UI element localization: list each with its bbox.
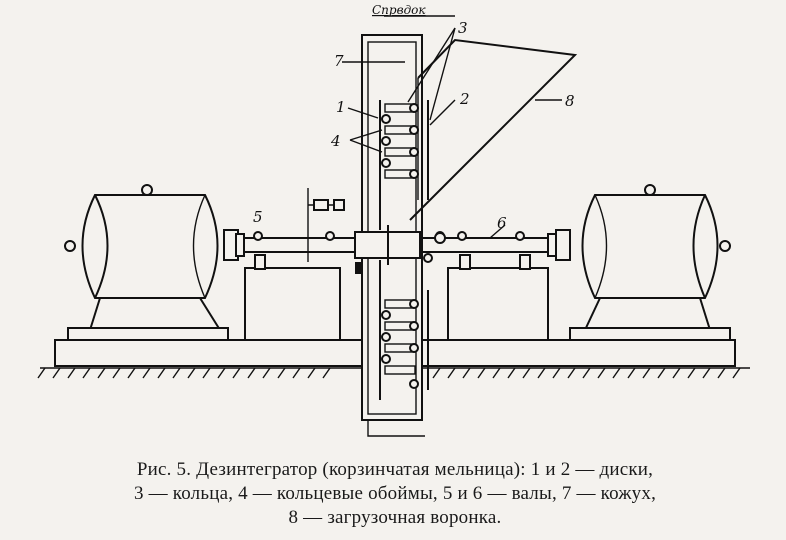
label-4: 4 [330, 132, 341, 150]
shaft-left [223, 229, 363, 274]
disintegrator-diagram: Спрвдок 7 3 1 2 4 8 5 6 [37, 3, 750, 437]
label-8: 8 [565, 92, 575, 110]
caption-line-1: Рис. 5. Дезинтегратор (корзинчатая мельн… [136, 459, 654, 480]
casing [342, 34, 425, 437]
label-7: 7 [334, 52, 344, 70]
hopper [409, 38, 578, 244]
label-3: 3 [458, 19, 468, 37]
label-5: 5 [253, 208, 263, 226]
label-6: 6 [497, 214, 507, 232]
bearing-pedestals [244, 254, 549, 341]
left-motor [64, 184, 229, 341]
disk-assembly-lower [379, 260, 429, 400]
figure-caption: Рис. 5. Дезинтегратор (корзинчатая мельн… [10, 458, 780, 530]
top-note-label: Спрвдок [372, 3, 426, 17]
bracket [307, 188, 345, 262]
label-1: 1 [336, 98, 346, 116]
central-hub [354, 225, 421, 265]
leader-lines [347, 15, 562, 239]
right-motor [569, 184, 731, 341]
caption-line-3: 8 — загрузочная воронка. [288, 507, 502, 528]
disk-assembly-upper [379, 100, 429, 230]
label-2: 2 [459, 90, 470, 108]
caption-line-2: 3 — кольца, 4 — кольцевые обоймы, 5 и 6 … [133, 483, 657, 504]
